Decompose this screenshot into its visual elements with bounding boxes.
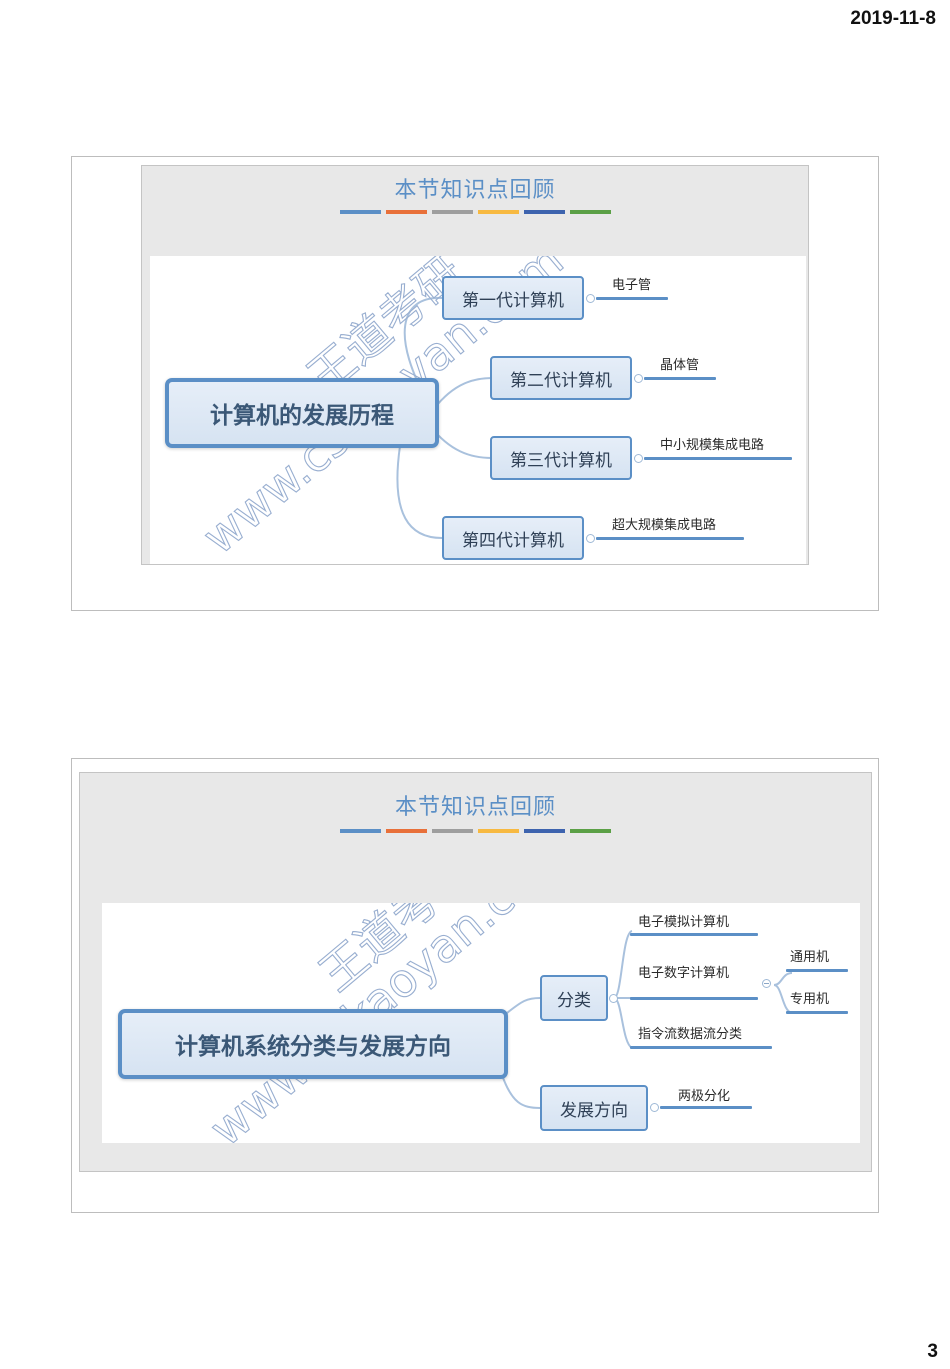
leaf-instruction-data-stream: 指令流数据流分类 xyxy=(638,1027,743,1042)
color-bar-blue xyxy=(340,829,381,833)
color-bar-yellow xyxy=(477,210,519,214)
branch-gen-3: 第三代计算机 xyxy=(490,436,632,480)
color-bar-divider xyxy=(80,829,871,833)
color-bar-divider xyxy=(142,210,808,214)
leaf-ssi-msi: 中小规模集成电路 xyxy=(660,438,765,453)
leaf-underline xyxy=(660,1106,752,1109)
leaf-special-purpose: 专用机 xyxy=(790,992,830,1007)
connector-lines xyxy=(501,930,793,1109)
slide-2-frame: 本节知识点回顾 www.cskao xyxy=(71,758,879,1213)
leaf-underline xyxy=(596,537,744,540)
color-bar-orange xyxy=(386,829,427,833)
branch-gen-1: 第一代计算机 xyxy=(442,276,584,320)
leaf-underline xyxy=(786,969,848,972)
slide-1-frame: 本节知识点回顾 www.cskaoyan.com 王道考研 xyxy=(71,156,879,611)
leaf-underline xyxy=(630,997,758,1000)
collapse-toggle-icon[interactable] xyxy=(650,1103,659,1112)
slide-2: 本节知识点回顾 www.cskao xyxy=(79,772,872,1172)
collapse-toggle-icon[interactable] xyxy=(634,374,643,383)
color-bar-darkblue xyxy=(523,210,565,214)
color-bar-yellow xyxy=(478,829,519,833)
collapse-toggle-icon[interactable] xyxy=(586,534,595,543)
color-bar-green xyxy=(570,829,611,833)
page-date: 2019-11-8 xyxy=(850,8,936,29)
leaf-general-purpose: 通用机 xyxy=(790,950,830,965)
collapse-minus-icon[interactable] xyxy=(762,979,771,988)
color-bar-orange xyxy=(385,210,427,214)
color-bar-darkblue xyxy=(524,829,565,833)
color-bar-blue xyxy=(339,210,381,214)
leaf-underline xyxy=(596,297,668,300)
color-bar-gray xyxy=(432,829,473,833)
mindmap-root: 计算机的发展历程 xyxy=(165,378,439,448)
branch-classification: 分类 xyxy=(540,975,608,1021)
leaf-digital-computer: 电子数字计算机 xyxy=(638,966,730,981)
mindmap-root: 计算机系统分类与发展方向 xyxy=(118,1009,508,1079)
leaf-underline xyxy=(630,1046,772,1049)
collapse-toggle-icon[interactable] xyxy=(634,454,643,463)
mindmap-canvas: www.cskaoyan.com 王道考研 计算机的发展历程 第一代计算机 电子… xyxy=(150,256,806,564)
page-number: 3 xyxy=(927,1341,938,1362)
leaf-analog-computer: 电子模拟计算机 xyxy=(638,915,730,930)
slide-1: 本节知识点回顾 www.cskaoyan.com 王道考研 xyxy=(141,165,809,565)
collapse-toggle-icon[interactable] xyxy=(586,294,595,303)
slide-title: 本节知识点回顾 xyxy=(394,795,556,820)
leaf-underline xyxy=(644,377,716,380)
slide-title: 本节知识点回顾 xyxy=(394,178,556,203)
mindmap-canvas: www.cskaoyan.com 王道考研 计算机系统分类与发展方向 分类 电子… xyxy=(102,903,860,1143)
leaf-vlsi: 超大规模集成电路 xyxy=(612,518,717,533)
branch-development: 发展方向 xyxy=(540,1085,648,1131)
leaf-underline xyxy=(630,933,758,936)
leaf-vacuum-tube: 电子管 xyxy=(612,278,652,293)
branch-gen-4: 第四代计算机 xyxy=(442,516,584,560)
collapse-toggle-icon[interactable] xyxy=(609,994,618,1003)
leaf-transistor: 晶体管 xyxy=(660,358,700,373)
branch-gen-2: 第二代计算机 xyxy=(490,356,632,400)
leaf-polarization: 两极分化 xyxy=(678,1089,731,1104)
color-bar-gray xyxy=(431,210,473,214)
color-bar-green xyxy=(569,210,611,214)
leaf-underline xyxy=(786,1011,848,1014)
leaf-underline xyxy=(644,457,792,460)
